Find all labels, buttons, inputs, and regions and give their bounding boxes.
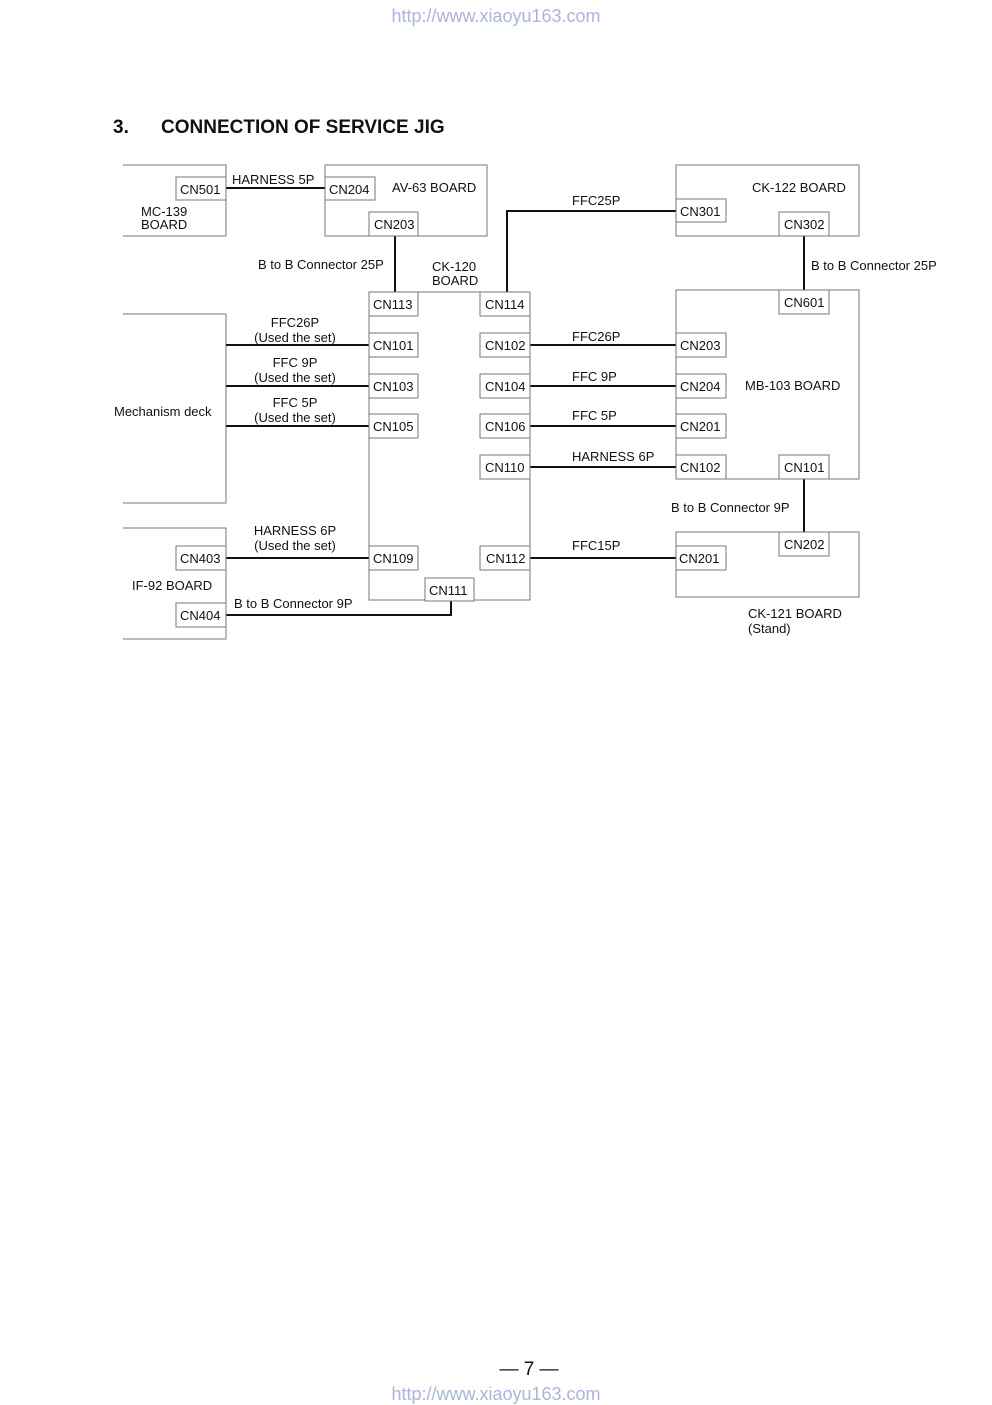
- ffc26p-right-label: FFC26P: [572, 329, 620, 344]
- cn110: CN110: [485, 460, 525, 475]
- ffc5p-left-note: (Used the set): [254, 410, 336, 425]
- ck121-label-2: (Stand): [748, 621, 791, 636]
- ffc15p-label: FFC15P: [572, 538, 620, 553]
- cn204-mb103: CN204: [680, 379, 720, 394]
- btob9-left-label: B to B Connector 9P: [234, 596, 353, 611]
- harness6p-left-note: (Used the set): [254, 538, 336, 553]
- ck120-label-2: BOARD: [432, 273, 478, 288]
- ffc26p-left-label: FFC26P: [271, 315, 319, 330]
- cn102-mb103: CN102: [680, 460, 720, 475]
- cable-labels: HARNESS 5P B to B Connector 25P FFC25P B…: [232, 172, 937, 611]
- cn103: CN103: [373, 379, 413, 394]
- mb103-label: MB-103 BOARD: [745, 378, 840, 393]
- page-number: — 7 —: [499, 1359, 558, 1380]
- btob25-left-label: B to B Connector 25P: [258, 257, 384, 272]
- if92-board: [123, 527, 227, 640]
- av63-label: AV-63 BOARD: [392, 180, 476, 195]
- mc139-label: MC-139: [141, 204, 187, 219]
- btob25-right-label: B to B Connector 25P: [811, 258, 937, 273]
- cn403: CN403: [180, 551, 220, 566]
- section-title: CONNECTION OF SERVICE JIG: [161, 117, 445, 138]
- harness5p-label: HARNESS 5P: [232, 172, 314, 187]
- footer-url[interactable]: http://www.xiaoyu163.com: [391, 1384, 601, 1404]
- cn201-mb103: CN201: [680, 419, 720, 434]
- cn301: CN301: [680, 204, 720, 219]
- cn203-mb103: CN203: [680, 338, 720, 353]
- cn201-ck121: CN201: [679, 551, 719, 566]
- connectors: CN501 CN204 CN203 CN113 CN114 CN101 CN10…: [175, 176, 830, 628]
- cn105: CN105: [373, 419, 413, 434]
- ffc9p-left-label: FFC 9P: [273, 355, 318, 370]
- cn101-mb103: CN101: [784, 460, 824, 475]
- ffc5p-right-label: FFC 5P: [572, 408, 617, 423]
- mechanism-deck: [123, 313, 227, 504]
- cn106: CN106: [485, 419, 525, 434]
- ffc25p-label: FFC25P: [572, 193, 620, 208]
- ffc9p-right-label: FFC 9P: [572, 369, 617, 384]
- cn202: CN202: [784, 537, 824, 552]
- cn404: CN404: [180, 608, 220, 623]
- ck120-label: CK-120: [432, 259, 476, 274]
- cn501: CN501: [180, 182, 220, 197]
- harness6p-right-label: HARNESS 6P: [572, 449, 654, 464]
- cn111: CN111: [429, 583, 468, 598]
- cn112: CN112: [486, 551, 526, 566]
- wires: [226, 187, 805, 616]
- cn601: CN601: [784, 295, 824, 310]
- if92-label: IF-92 BOARD: [132, 578, 212, 593]
- cn113: CN113: [373, 297, 413, 312]
- ck122-label: CK-122 BOARD: [752, 180, 846, 195]
- mc139-label-2: BOARD: [141, 217, 187, 232]
- cn302: CN302: [784, 217, 824, 232]
- cn102: CN102: [485, 338, 525, 353]
- ck121-label: CK-121 BOARD: [748, 606, 842, 621]
- cn114: CN114: [485, 297, 525, 312]
- ffc5p-left-label: FFC 5P: [273, 395, 318, 410]
- ffc26p-left-note: (Used the set): [254, 330, 336, 345]
- harness6p-left-label: HARNESS 6P: [254, 523, 336, 538]
- btob9-right-label: B to B Connector 9P: [671, 500, 790, 515]
- cn204-av63: CN204: [329, 182, 369, 197]
- cn101: CN101: [373, 338, 413, 353]
- section-number: 3.: [113, 117, 129, 138]
- cn203-av63: CN203: [374, 217, 414, 232]
- cn109: CN109: [373, 551, 413, 566]
- cn104: CN104: [485, 379, 525, 394]
- mechanism-deck-label: Mechanism deck: [114, 404, 212, 419]
- ffc9p-left-note: (Used the set): [254, 370, 336, 385]
- header-url[interactable]: http://www.xiaoyu163.com: [391, 6, 601, 26]
